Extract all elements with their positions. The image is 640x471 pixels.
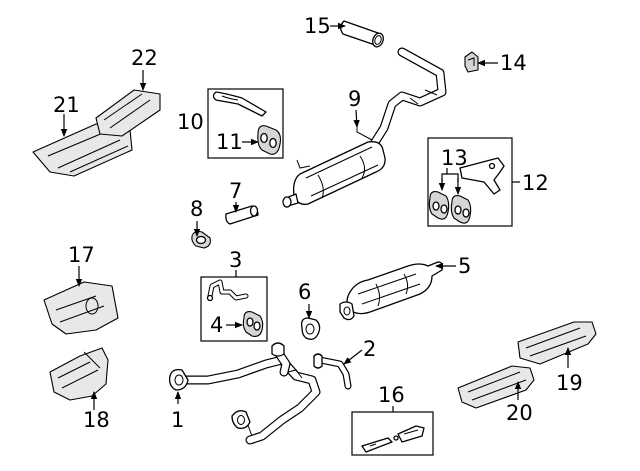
part-14-hanger-clip: 14 — [464, 51, 527, 75]
part-9-muffler-assembly: 9 — [282, 47, 447, 208]
part-7-pipe-section: 7 — [225, 179, 259, 225]
callout-18: 18 — [83, 408, 110, 432]
part-1-front-pipe: 1 — [168, 342, 321, 445]
callout-19: 19 — [556, 371, 583, 395]
part-21-heat-shield: 21 — [32, 93, 133, 177]
callout-17: 17 — [68, 243, 95, 267]
callout-21: 21 — [53, 93, 80, 117]
part-20-heat-shield: 20 — [457, 365, 535, 425]
group-box-10-11: 10 11 — [177, 88, 284, 159]
callout-12: 12 — [522, 171, 549, 195]
group-box-16: 16 — [351, 383, 434, 456]
callout-1: 1 — [171, 408, 184, 432]
part-5-catalytic-converter: 5 — [339, 254, 471, 321]
callout-9: 9 — [348, 87, 361, 111]
callout-7: 7 — [229, 179, 242, 203]
callout-2: 2 — [363, 337, 376, 361]
callout-22: 22 — [131, 46, 158, 70]
callout-5: 5 — [458, 254, 471, 278]
group-box-12-13: 13 12 — [427, 137, 549, 227]
callout-14: 14 — [500, 51, 527, 75]
part-6-gasket: 6 — [298, 280, 321, 340]
part-17-heat-shield: 17 — [43, 243, 119, 335]
part-18-heat-shield: 18 — [49, 347, 110, 432]
callout-16: 16 — [378, 383, 405, 407]
group-box-3-4: 3 4 — [200, 248, 268, 342]
part-2-crossover-pipe: 2 — [313, 337, 376, 390]
callout-15: 15 — [304, 14, 331, 38]
part-8-clamp: 8 — [190, 197, 211, 249]
part-19-heat-shield: 19 — [517, 321, 597, 395]
callout-20: 20 — [506, 401, 533, 425]
callout-11: 11 — [216, 130, 243, 154]
part-15-tailpipe-extension: 15 — [304, 14, 384, 48]
callout-8: 8 — [190, 197, 203, 221]
callout-4: 4 — [210, 313, 223, 337]
callout-13: 13 — [441, 146, 468, 170]
part-22-heat-shield: 22 — [95, 46, 161, 137]
callout-3: 3 — [229, 248, 242, 272]
callout-10: 10 — [177, 110, 204, 134]
callout-6: 6 — [298, 280, 311, 304]
